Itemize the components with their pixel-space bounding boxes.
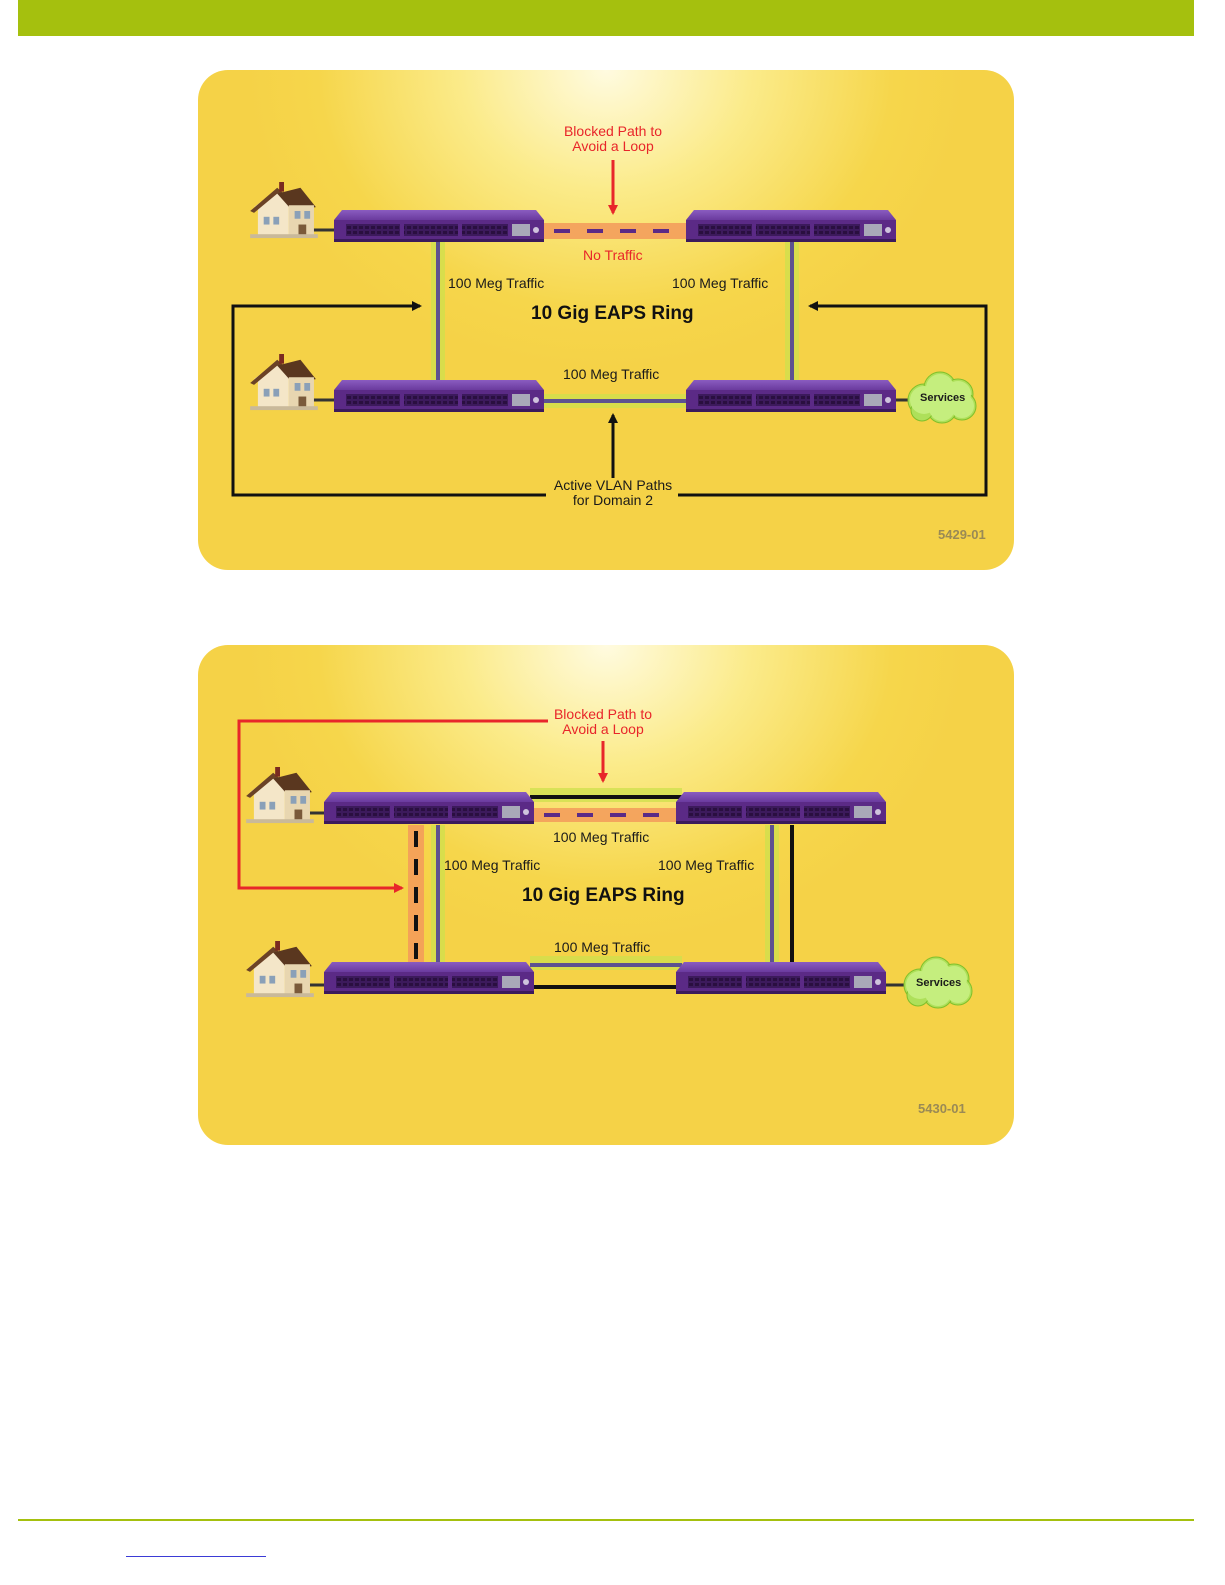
header-accent-bar	[18, 0, 1194, 36]
network-switch-icon	[324, 792, 534, 824]
ring-title: 10 Gig EAPS Ring	[531, 306, 694, 321]
services-label: Services	[916, 977, 961, 989]
house-icon	[250, 354, 318, 410]
figure-number: 5429-01	[938, 527, 986, 542]
footer-link-underline[interactable]	[126, 1556, 266, 1557]
network-switch-icon	[334, 380, 544, 412]
ring-title: 10 Gig EAPS Ring	[522, 888, 685, 903]
bottom-traffic-label: 100 Meg Traffic	[563, 367, 659, 382]
right-traffic-label: 100 Meg Traffic	[672, 276, 768, 291]
eaps-diagram-panel-1: Blocked Path to Avoid a Loop No Traffic …	[198, 70, 1014, 570]
right-traffic-label: 100 Meg Traffic	[658, 858, 754, 873]
bottom-traffic-label: 100 Meg Traffic	[554, 940, 650, 955]
no-traffic-label: No Traffic	[583, 248, 643, 263]
network-switch-icon	[686, 210, 896, 242]
network-switch-icon	[324, 962, 534, 994]
eaps-diagram-panel-2: Blocked Path to Avoid a Loop 100 Meg Tra…	[198, 645, 1014, 1145]
network-switch-icon	[676, 962, 886, 994]
top-traffic-label: 100 Meg Traffic	[553, 830, 649, 845]
active-vlan-paths-label: Active VLAN Paths for Domain 2	[548, 478, 678, 508]
network-switch-icon	[676, 792, 886, 824]
network-switch-icon	[686, 380, 896, 412]
left-traffic-label: 100 Meg Traffic	[444, 858, 540, 873]
network-switch-icon	[334, 210, 544, 242]
services-label: Services	[920, 392, 965, 404]
house-icon	[250, 182, 318, 238]
left-traffic-label: 100 Meg Traffic	[448, 276, 544, 291]
blocked-path-label: Blocked Path to Avoid a Loop	[558, 124, 668, 154]
blocked-path-label: Blocked Path to Avoid a Loop	[548, 707, 658, 737]
figure-number: 5430-01	[918, 1101, 966, 1116]
house-icon	[246, 941, 314, 997]
footer-rule	[18, 1519, 1194, 1521]
house-icon	[246, 767, 314, 823]
